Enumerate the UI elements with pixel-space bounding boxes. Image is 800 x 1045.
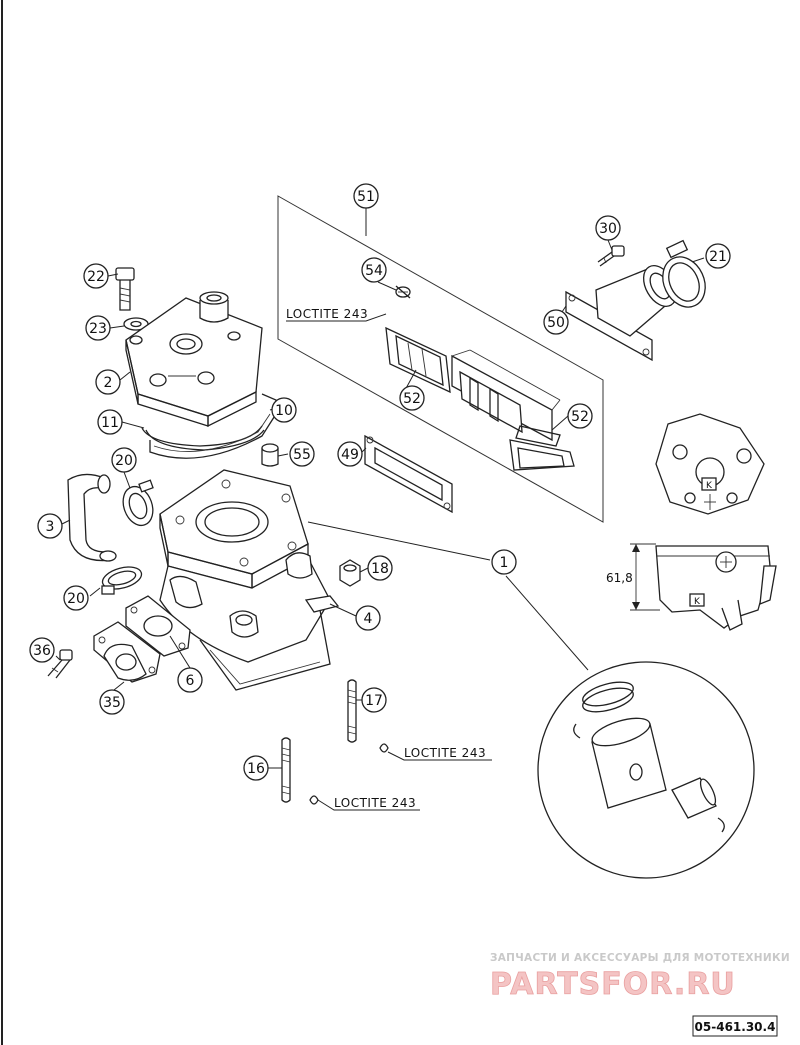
callout-17: 17 — [361, 687, 387, 713]
callout-number: 17 — [365, 693, 383, 709]
callout-16: 16 — [243, 755, 269, 781]
callout-number: 30 — [599, 221, 617, 237]
callout-number: 10 — [275, 403, 293, 419]
leader-lines — [55, 208, 705, 811]
dimension-61-8: 61,8 — [606, 543, 660, 611]
part-52-reed-petals-left — [385, 326, 451, 394]
diagram-code-box: 05-461.30.4 — [692, 1015, 778, 1037]
callout-6: 6 — [177, 667, 203, 693]
part-2-cylinder-head — [125, 291, 263, 428]
reed-valve-group-panel — [277, 195, 604, 523]
callout-number: 55 — [293, 447, 311, 463]
part-4-cylinder — [159, 469, 340, 691]
callout-number: 2 — [104, 375, 113, 391]
callout-number: 35 — [103, 695, 121, 711]
diagram-code: 05-461.30.4 — [695, 1020, 776, 1034]
part-49-gasket — [364, 434, 453, 514]
part-35-exhaust-flange — [93, 621, 161, 683]
callout-55: 55 — [289, 441, 315, 467]
callout-54: 54 — [361, 257, 387, 283]
loctite-label-top: LOCTITE 243 — [286, 307, 368, 321]
part-22-bolt — [115, 267, 135, 311]
callout-30: 30 — [595, 215, 621, 241]
callout-52-left: 52 — [399, 385, 425, 411]
part-6-exhaust-gasket — [125, 595, 191, 657]
callout-18: 18 — [367, 555, 393, 581]
callout-49: 49 — [337, 441, 363, 467]
callout-4: 4 — [355, 605, 381, 631]
callout-number: 49 — [341, 447, 359, 463]
detail-mark-top: K — [706, 481, 713, 491]
cylinder-detail-side-view: K — [655, 545, 777, 631]
callout-20-lower: 20 — [63, 585, 89, 611]
piston-detail-view — [537, 661, 755, 879]
callout-number: 23 — [89, 321, 107, 337]
loctite-label-middle: LOCTITE 243 — [404, 746, 486, 760]
callout-number: 11 — [101, 415, 119, 431]
part-reed-valve-block — [451, 349, 561, 442]
callout-number: 1 — [500, 555, 509, 571]
callout-number: 54 — [365, 263, 383, 279]
part-17-stud — [347, 679, 389, 753]
callout-22: 22 — [83, 263, 109, 289]
part-36-bolt — [47, 649, 73, 679]
callout-2: 2 — [95, 369, 121, 395]
callout-number: 20 — [67, 591, 85, 607]
callout-number: 18 — [371, 561, 389, 577]
callout-1: 1 — [491, 549, 517, 575]
callout-52-right: 52 — [567, 403, 593, 429]
callout-number: 6 — [186, 673, 195, 689]
watermark-tagline: ЗАПЧАСТИ И АКСЕССУАРЫ ДЛЯ МОТОТЕХНИКИ — [490, 952, 790, 964]
detail-mark-side: K — [694, 597, 701, 607]
callout-23: 23 — [85, 315, 111, 341]
dimension-label: 61,8 — [606, 571, 633, 585]
callout-number: 36 — [33, 643, 51, 659]
part-30-screw — [597, 245, 625, 267]
callout-number: 50 — [547, 315, 565, 331]
part-20-clamp-upper — [122, 479, 154, 527]
callout-3: 3 — [37, 513, 63, 539]
callout-36: 36 — [29, 637, 55, 663]
callout-number: 20 — [115, 453, 133, 469]
part-52-reed-petals-right — [509, 425, 575, 471]
callout-number: 4 — [364, 611, 373, 627]
callout-51: 51 — [353, 183, 379, 209]
callout-number: 16 — [247, 761, 265, 777]
callout-35: 35 — [99, 689, 125, 715]
watermark-brand-logo: PARTSFOR.RU — [490, 967, 736, 1002]
part-18-nut — [339, 559, 361, 587]
callout-number: 21 — [709, 249, 727, 265]
part-10-head-gasket — [149, 393, 277, 459]
callout-20-upper: 20 — [111, 447, 137, 473]
part-16-stud — [281, 737, 319, 805]
callout-11: 11 — [97, 409, 123, 435]
callout-number: 52 — [571, 409, 589, 425]
part-21-hose-clamp — [662, 239, 706, 308]
callout-number: 51 — [357, 189, 375, 205]
cylinder-detail-top-view: K — [655, 413, 765, 515]
callout-10: 10 — [271, 397, 297, 423]
callout-50: 50 — [543, 309, 569, 335]
callout-number: 52 — [403, 391, 421, 407]
callout-number: 3 — [46, 519, 55, 535]
part-54-screw — [395, 285, 411, 299]
callout-number: 22 — [87, 269, 105, 285]
callout-21: 21 — [705, 243, 731, 269]
part-3-coolant-hose — [67, 473, 117, 562]
part-20-clamp-lower — [101, 566, 143, 595]
loctite-label-bottom: LOCTITE 243 — [334, 796, 416, 810]
part-55-dowel — [261, 443, 279, 467]
